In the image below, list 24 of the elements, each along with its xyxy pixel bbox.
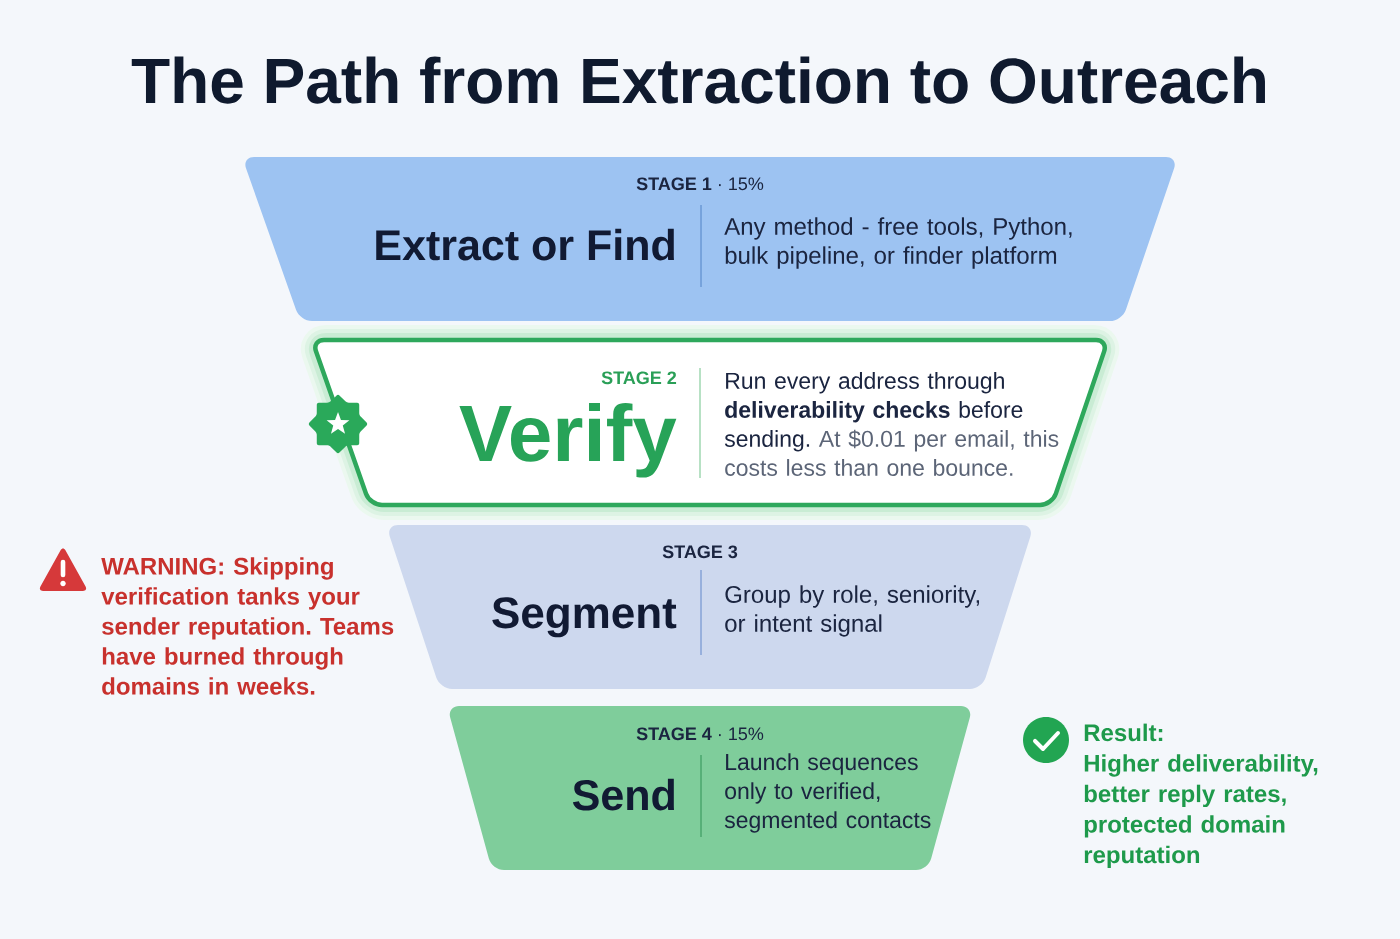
result-text: Higher deliverability, better reply rates, protected domain reputation	[1084, 754, 1318, 869]
node-label: sending.	[724, 430, 810, 452]
stage-title: Segment	[492, 597, 677, 638]
node-label: Run every address through	[726, 372, 1004, 394]
stage-title: Extract or Find	[376, 228, 674, 261]
node-label: At $0.01 per email, this	[818, 429, 1059, 452]
result-heading: Result:	[1084, 723, 1163, 742]
stage-description: Any method - free tools, Python, bulk pipeline, or finder platform	[724, 217, 1072, 269]
node-label: deliverability checks before	[725, 401, 1023, 423]
stage-number: STAGE 2	[601, 371, 677, 385]
funnel-stage	[300, 325, 1120, 520]
stage-description: Run every address through deliverability checks before sending. At $0.01 per email, this costs less than one bounce.	[724, 372, 1059, 476]
stage-description: Group by role, seniority, or intent signal	[725, 585, 979, 637]
stage-title: Send	[572, 778, 674, 811]
stage-number: STAGE 1 · 15%	[636, 177, 764, 191]
funnel-stage	[449, 706, 971, 870]
warning-text: WARNING: Skipping verification tanks your sender reputation. Teams have burned through domains in weeks.	[101, 557, 394, 695]
node-label: costs less than one bounce.	[725, 459, 1013, 476]
funnel-stage	[245, 157, 1175, 321]
title: The Path from Extraction to Outreach	[131, 56, 1265, 104]
stage-title: Verify	[459, 403, 677, 478]
stage-number: STAGE 3	[662, 545, 738, 559]
stage-description: Launch sequences only to verified, segmented contacts	[724, 753, 931, 833]
stage-number: STAGE 4 · 15%	[636, 727, 764, 741]
